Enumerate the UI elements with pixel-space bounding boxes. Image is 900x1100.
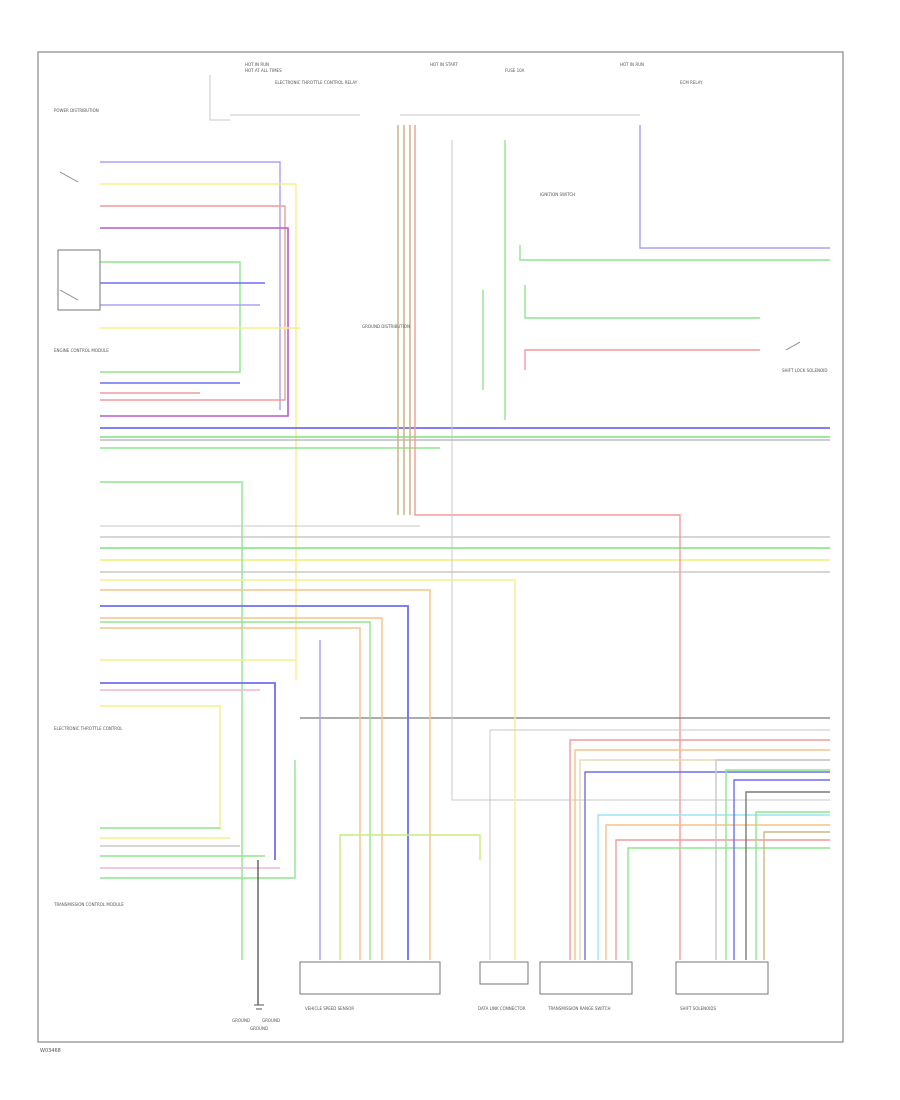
wire-top-feed-1 — [209, 75, 230, 121]
wire-blue-low-2 — [100, 682, 276, 860]
diagram-frame — [37, 51, 844, 1043]
wire-orange-trs — [574, 749, 830, 960]
wire-layer — [100, 75, 830, 1005]
engine-control-module-label: ENGINE CONTROL MODULE — [54, 348, 109, 353]
ground-distribution-label: GROUND DISTRIBUTION — [362, 324, 410, 329]
vss-label: VEHICLE SPEED SENSOR — [305, 1006, 354, 1011]
dlc-label: DATA LINK CONNECTOR — [478, 1006, 526, 1011]
fuse-label: FUSE 10A — [505, 68, 525, 73]
shift-solenoids-label: SHIFT SOLENOIDS — [680, 1006, 717, 1011]
wire-blue-sol — [733, 779, 830, 960]
hot-at-all-times-label: HOT AT ALL TIMES — [245, 68, 282, 73]
wire-orange-low-2 — [100, 617, 383, 960]
wire-violet-right — [639, 125, 830, 249]
ecm-relay-label: ECM RELAY — [680, 80, 703, 85]
wire-green-low-2 — [100, 621, 371, 960]
wire-yellow-low — [100, 579, 516, 960]
etc-label: ELECTRONIC THROTTLE CONTROL — [54, 726, 123, 731]
wire-green-sol — [725, 769, 830, 960]
wire-yellow-1 — [100, 183, 297, 680]
footer-code: W03468 — [40, 1048, 61, 1054]
wire-blue-low — [100, 605, 409, 960]
ground-label-2: GROUND — [262, 1018, 280, 1023]
ignition-switch-label: IGNITION SWITCH — [540, 192, 575, 197]
wire-violet-1 — [100, 161, 281, 410]
wire-tan-trs — [579, 759, 830, 960]
wire-green-sol-2 — [755, 811, 830, 960]
wire-green-low-1 — [100, 481, 243, 960]
wire-darkgray-sol — [745, 791, 830, 960]
etc-relay-label: ELECTRONIC THROTTLE CONTROL RELAY — [275, 80, 358, 85]
wire-red-right — [524, 349, 760, 370]
wire-gray-vert — [451, 140, 830, 801]
wire-cyan-trs — [597, 814, 830, 960]
tcm-label: TRANSMISSION CONTROL MODULE — [53, 902, 124, 907]
ground-label-1: GROUND — [232, 1018, 250, 1023]
shift-lock-switch — [785, 341, 801, 351]
wire-green-trs — [627, 847, 830, 960]
hot-in-run-label-1: HOT IN RUN — [245, 62, 269, 67]
wire-magenta-1 — [100, 227, 289, 417]
wire-green-right-2 — [524, 285, 760, 319]
hot-in-start-label: HOT IN START — [430, 62, 458, 67]
wire-red-trs-2 — [615, 839, 830, 960]
wire-red-trs-1 — [569, 739, 830, 960]
wire-yellow-low-3 — [100, 705, 221, 830]
trs-label: TRANSMISSION RANGE SWITCH — [547, 1006, 611, 1011]
wire-red-long — [414, 125, 681, 960]
wire-gray-sol-1 — [715, 759, 830, 960]
wire-brown-sol — [763, 831, 830, 960]
wire-green-1 — [100, 261, 241, 373]
shift-solenoids-box — [675, 961, 769, 995]
wire-green-tcm-3 — [100, 760, 296, 879]
power-distribution-label: POWER DISTRIBUTION — [54, 108, 99, 113]
wire-red-1 — [100, 205, 286, 401]
engine-control-module-box — [57, 249, 101, 311]
wire-orange-low — [100, 589, 431, 960]
ground-symbol — [254, 1004, 264, 1010]
hot-in-run-label-2: HOT IN RUN — [620, 62, 644, 67]
wire-lime-low — [339, 834, 481, 960]
wire-blue-trs — [584, 771, 830, 960]
wire-green-right — [519, 245, 830, 261]
wire-orange-low-3 — [100, 627, 361, 960]
wire-gray-vss — [489, 729, 830, 960]
transmission-control-module-box — [299, 961, 441, 995]
data-link-connector-box — [479, 961, 529, 985]
transmission-range-switch-box — [539, 961, 633, 995]
ground-label-3: GROUND — [250, 1026, 268, 1031]
relay-switch — [59, 171, 79, 301]
wire-orange-trs-2 — [605, 824, 830, 960]
shift-lock-solenoid-label: SHIFT LOCK SOLENOID — [782, 368, 827, 373]
